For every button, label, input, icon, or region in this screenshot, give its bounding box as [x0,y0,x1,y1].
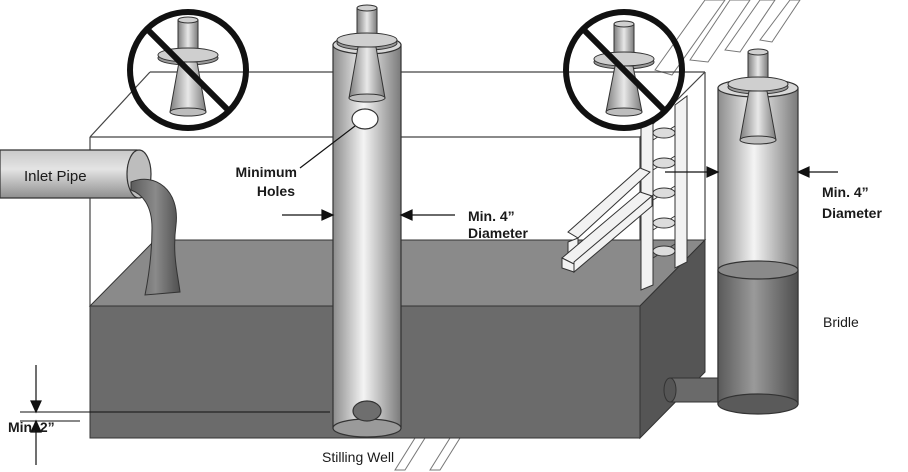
radar-sensor-icon [727,48,789,145]
bridle-diameter-label-line1: Min. 4” [822,184,869,200]
inlet-pipe [0,149,181,296]
stilling-well-pipe [332,35,402,438]
radar-sensor-icon [336,4,398,103]
minimum-holes-label-line1: Minimum [236,164,297,180]
upper-vent-hole [351,108,379,130]
bridle-label: Bridle [823,314,859,330]
inlet-pipe-label: Inlet Pipe [24,168,87,185]
bridle-diameter-label-line2: Diameter [822,205,882,221]
i-beam-obstruction [561,167,653,274]
stilling-well-label: Stilling Well [322,449,394,465]
prohibited-sensor-icon [127,9,249,131]
stilling-well-diameter-label-line2: Diameter [468,225,528,241]
bridle [663,78,799,415]
min-2-label: Min. 2” [8,419,55,435]
lower-hole [352,400,382,422]
stilling-well-diameter-label-line1: Min. 4” [468,208,515,224]
prohibited-sensor-icon [563,9,685,131]
dimension-lines [20,125,838,465]
minimum-holes-label-line2: Holes [257,183,295,199]
